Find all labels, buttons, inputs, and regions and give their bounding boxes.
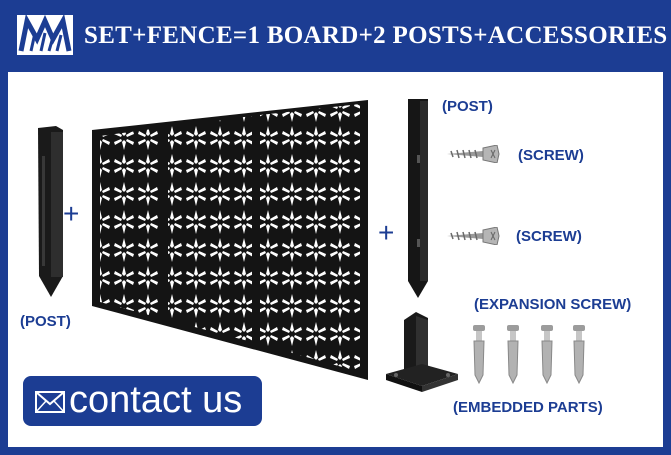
envelope-icon: [35, 391, 65, 413]
contact-us-button[interactable]: contact us: [23, 376, 262, 426]
plus-sign: +: [378, 217, 395, 248]
contact-us-label[interactable]: contact us: [69, 379, 243, 421]
right-post-label: (POST): [442, 98, 493, 115]
embedded-parts-label: (EMBEDDED PARTS): [453, 399, 603, 416]
brand-logo: [17, 15, 73, 55]
expansion-screws-image: [473, 325, 585, 385]
plus-sign: +: [63, 198, 80, 229]
screw-image: [447, 145, 500, 163]
fence-board-image: [92, 100, 368, 380]
left-post-label: (POST): [20, 313, 71, 330]
header-bar: SET+FENCE=1 BOARD+2 POSTS+ACCESSORIES: [0, 0, 671, 72]
screw-image: [447, 227, 500, 245]
screw-label: (SCREW): [518, 147, 584, 164]
page-title: SET+FENCE=1 BOARD+2 POSTS+ACCESSORIES: [84, 22, 668, 49]
screw-label: (SCREW): [516, 228, 582, 245]
left-post-image: [38, 126, 63, 297]
expansion-screw-label: (EXPANSION SCREW): [474, 296, 632, 313]
embedded-part-image: [386, 312, 458, 392]
right-post-image: [408, 99, 428, 298]
